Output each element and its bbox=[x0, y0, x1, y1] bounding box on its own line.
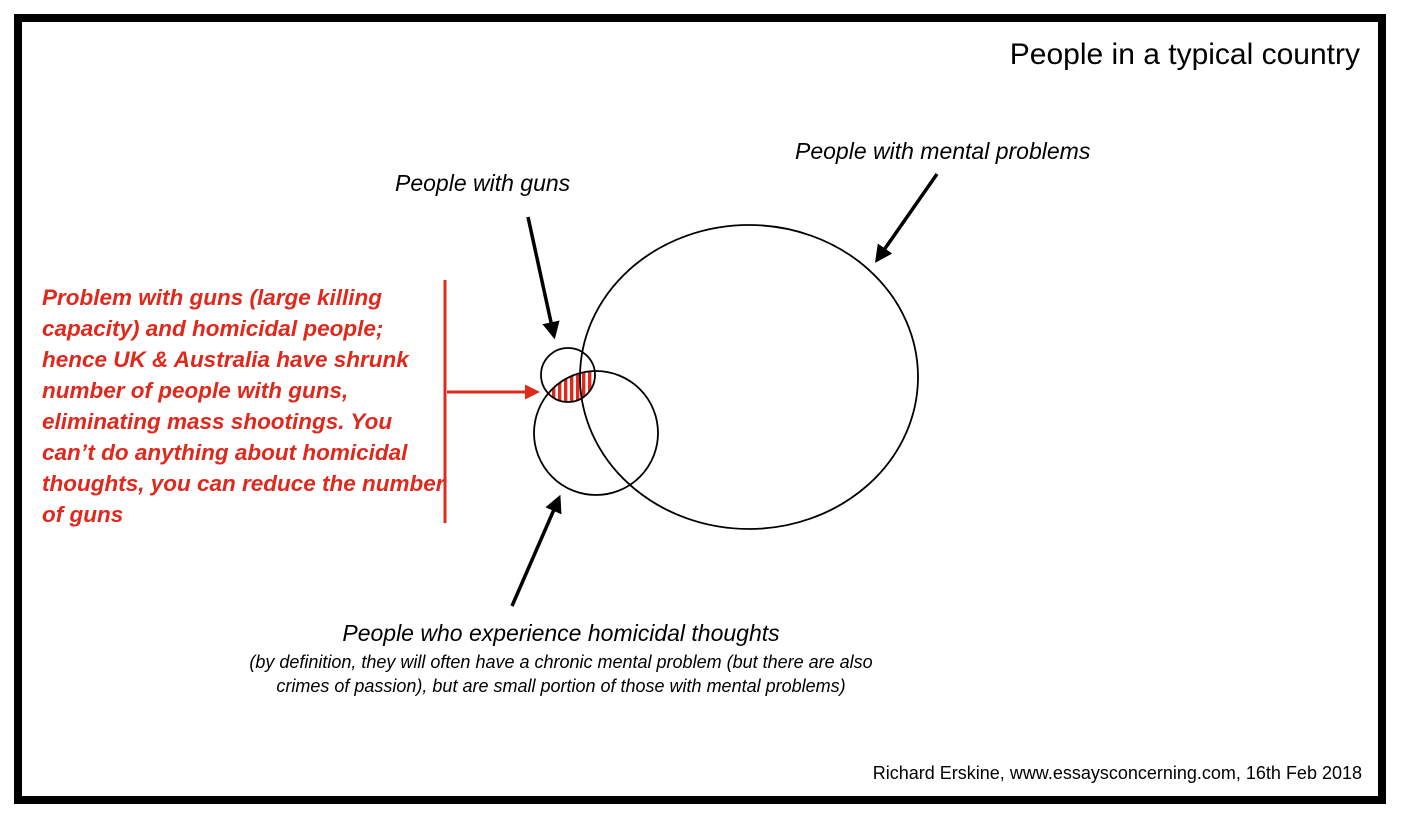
credit-line: Richard Erskine, www.essaysconcerning.co… bbox=[872, 763, 1362, 783]
diagram-frame bbox=[14, 14, 1386, 804]
guns-circle bbox=[540, 347, 596, 403]
red-annotation-text: Problem with guns (large killing capacit… bbox=[42, 285, 445, 527]
homicidal-label-block: People who experience homicidal thoughts… bbox=[230, 618, 892, 698]
mental-problems-circle bbox=[579, 224, 919, 530]
label-homicidal-note: (by definition, they will often have a c… bbox=[249, 652, 873, 696]
homicidal-thoughts-circle bbox=[533, 370, 659, 496]
arrow-to-homicidal-circle bbox=[510, 494, 562, 607]
label-homicidal-thoughts: People who experience homicidal thoughts bbox=[342, 620, 780, 646]
arrow-to-guns-circle bbox=[526, 216, 560, 340]
diagram-title: People in a typical country bbox=[1009, 38, 1360, 71]
arrow-to-mental-circle bbox=[874, 172, 939, 263]
label-guns: People with guns bbox=[395, 170, 571, 196]
label-mental-problems: People with mental problems bbox=[795, 138, 1091, 164]
